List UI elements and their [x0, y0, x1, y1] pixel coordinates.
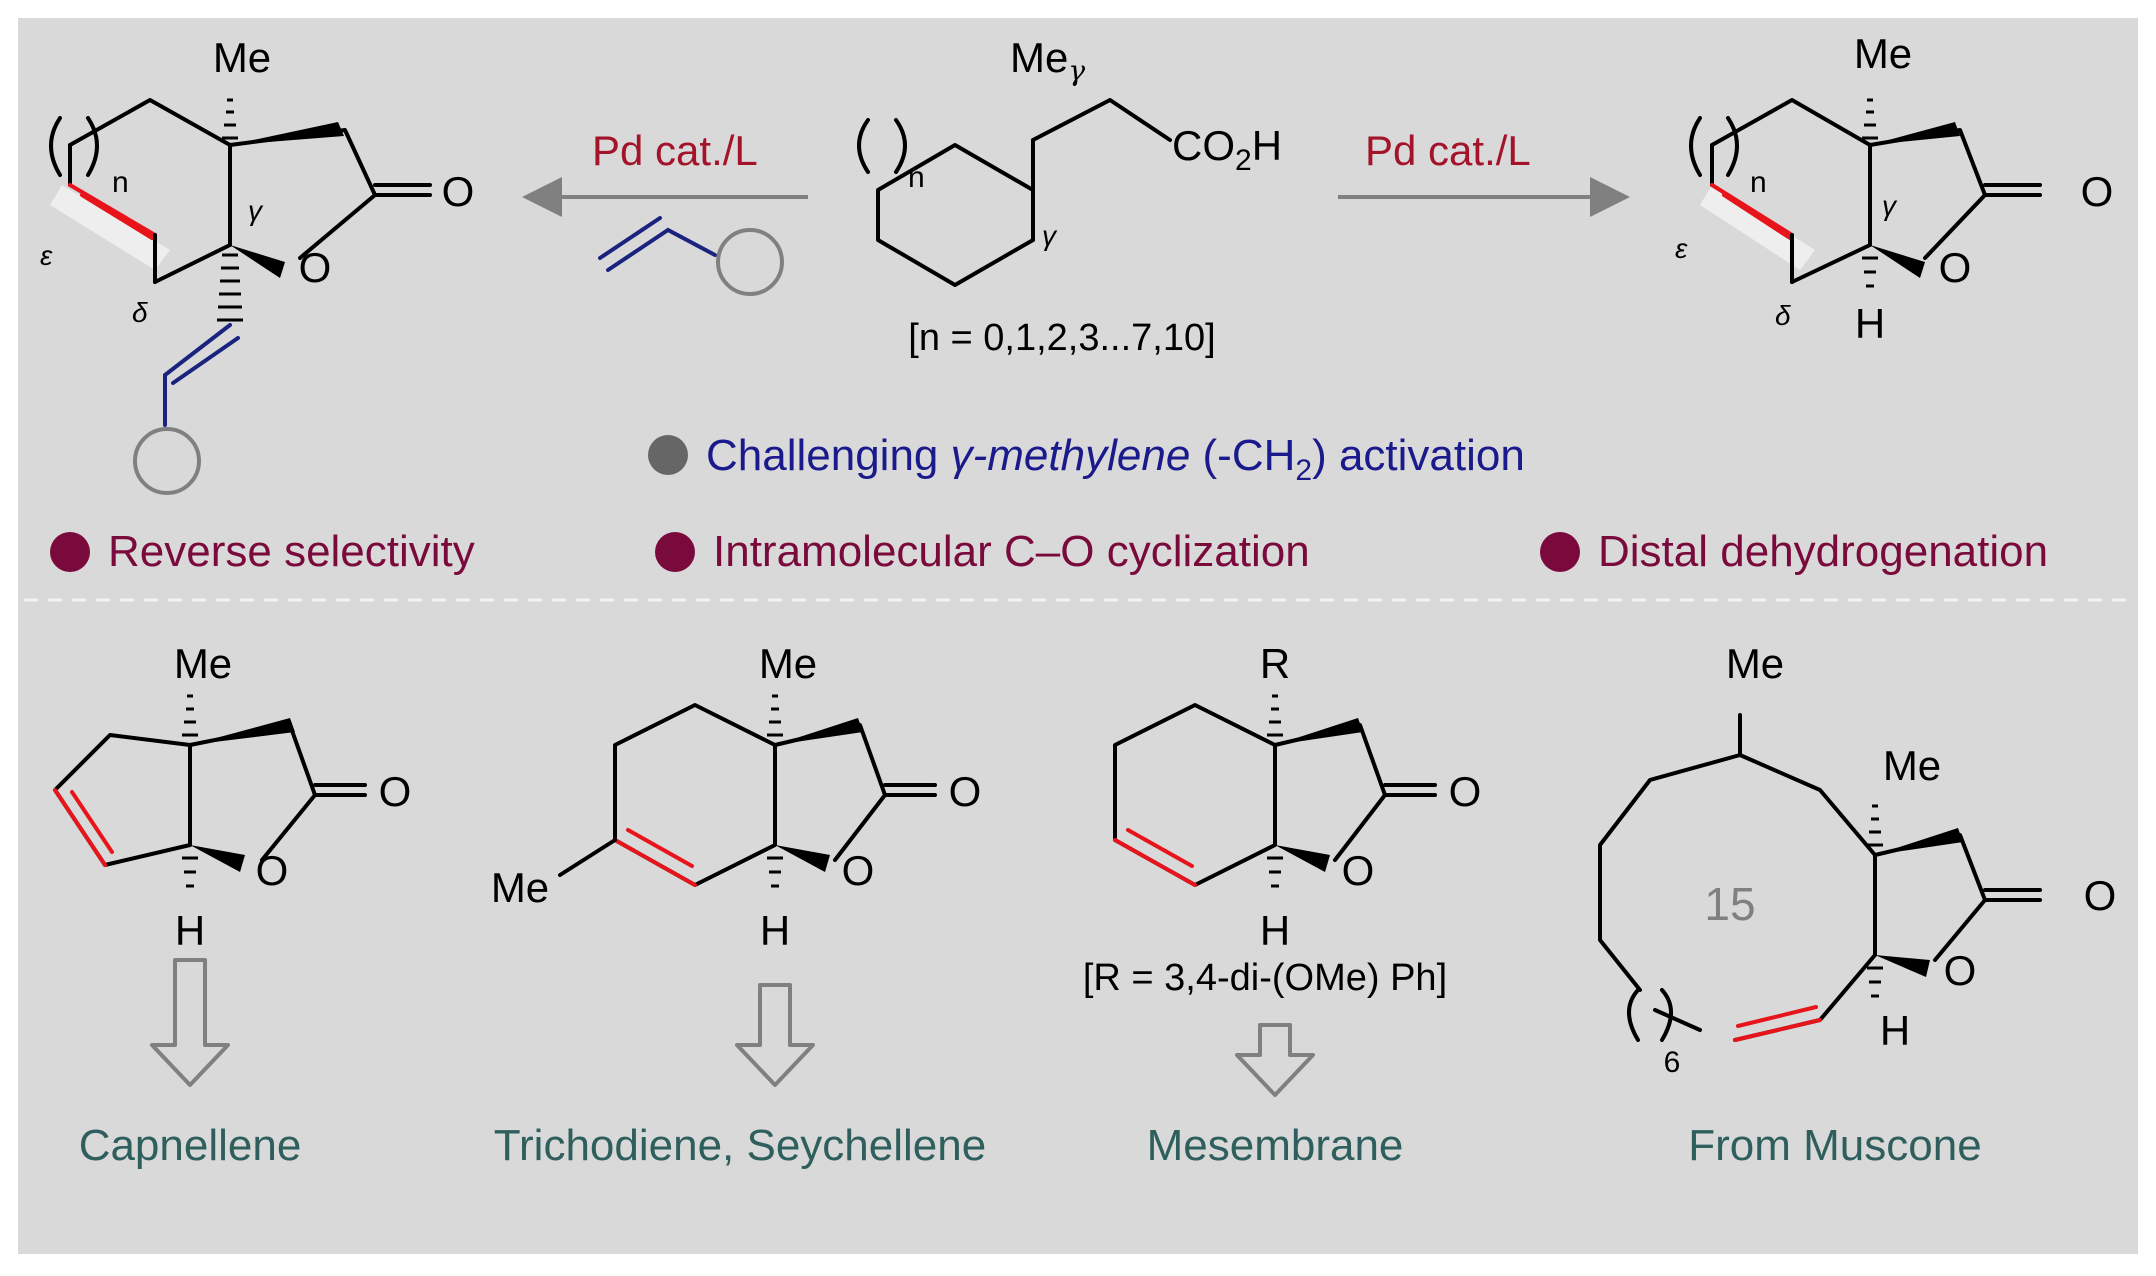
figure-panel: [18, 18, 2138, 1254]
capnellene-name: Capnellene: [79, 1121, 302, 1170]
right-reagent-label: Pd cat./L: [1365, 127, 1531, 174]
trichodiene-side-me: Me: [491, 864, 549, 911]
right-n-label: n: [1750, 166, 1767, 199]
left-o-exo-label: O: [442, 168, 475, 215]
bullet-icon-1: [50, 532, 90, 572]
right-epsilon-label: ε: [1675, 233, 1688, 264]
left-n-label: n: [112, 166, 129, 199]
right-h-label: H: [1855, 300, 1885, 347]
capnellene-me-label: Me: [174, 640, 232, 687]
bullet-text-2: Intramolecular C–O cyclization: [713, 527, 1310, 576]
right-me-label: Me: [1854, 30, 1912, 77]
muscone-h: H: [1880, 1007, 1910, 1054]
muscone-o-exo: O: [2084, 872, 2117, 919]
right-o-exo-label: O: [2081, 168, 2114, 215]
bullet-icon-3: [1540, 532, 1580, 572]
left-delta-label: δ: [132, 297, 148, 328]
trichodiene-structure: [558, 694, 937, 1087]
trichodiene-o-exo: O: [949, 768, 982, 815]
substrate-structure: [857, 98, 1172, 287]
left-alkene-reagent: [598, 216, 784, 296]
substrate-me-label: Meγ: [1010, 34, 1085, 87]
bullet-icon-2: [655, 532, 695, 572]
trichodiene-o-ring: O: [842, 847, 875, 894]
mesembrane-r-label: R: [1260, 640, 1290, 687]
left-reagent-label: Pd cat./L: [592, 127, 758, 174]
trichodiene-me-label: Me: [759, 640, 817, 687]
substrate-n-label: n: [908, 161, 925, 194]
trichodiene-h: H: [760, 907, 790, 954]
left-product-structure: [49, 98, 432, 495]
trichodiene-name: Trichodiene, Seychellene: [494, 1121, 986, 1170]
mesembrane-name: Mesembrane: [1147, 1121, 1404, 1170]
capnellene-o-ring: O: [256, 847, 289, 894]
left-me-label: Me: [213, 34, 271, 81]
right-gamma-label: γ: [1882, 190, 1898, 221]
left-epsilon-label: ε: [40, 240, 53, 271]
mesembrane-o-exo: O: [1449, 768, 1482, 815]
substrate-co2h-label: CO2H: [1172, 122, 1282, 177]
right-product-structure: [1689, 98, 2042, 288]
capnellene-o-exo: O: [379, 768, 412, 815]
mesembrane-o-ring: O: [1342, 847, 1375, 894]
highlight-text: Challenging γ-methylene (-CH2) activatio…: [706, 431, 1525, 487]
bullet-text-1: Reverse selectivity: [108, 527, 475, 576]
substrate-gamma-label: γ: [1042, 220, 1058, 251]
right-delta-label: δ: [1775, 300, 1791, 331]
capnellene-h: H: [175, 907, 205, 954]
muscone-o-ring: O: [1944, 947, 1977, 994]
bullet-text-3: Distal dehydrogenation: [1598, 527, 2048, 576]
left-gamma-label: γ: [248, 195, 264, 226]
muscone-me2-label: Me: [1883, 742, 1941, 789]
substrate-range-label: [n = 0,1,2,3...7,10]: [908, 317, 1215, 359]
muscone-sub-n: 6: [1664, 1046, 1681, 1079]
muscone-me-label: Me: [1726, 640, 1784, 687]
mesembrane-structure: [1113, 694, 1437, 1097]
left-o-ring-label: O: [299, 244, 332, 291]
muscone-ring-size: 15: [1704, 878, 1755, 930]
muscone-structure: [1598, 713, 2042, 1042]
right-o-ring-label: O: [1939, 244, 1972, 291]
gray-bullet-icon: [648, 435, 688, 475]
capnellene-structure: [53, 694, 367, 1087]
muscone-name: From Muscone: [1688, 1121, 1981, 1170]
mesembrane-h: H: [1260, 907, 1290, 954]
mesembrane-note: [R = 3,4-di-(OMe) Ph]: [1083, 957, 1447, 999]
